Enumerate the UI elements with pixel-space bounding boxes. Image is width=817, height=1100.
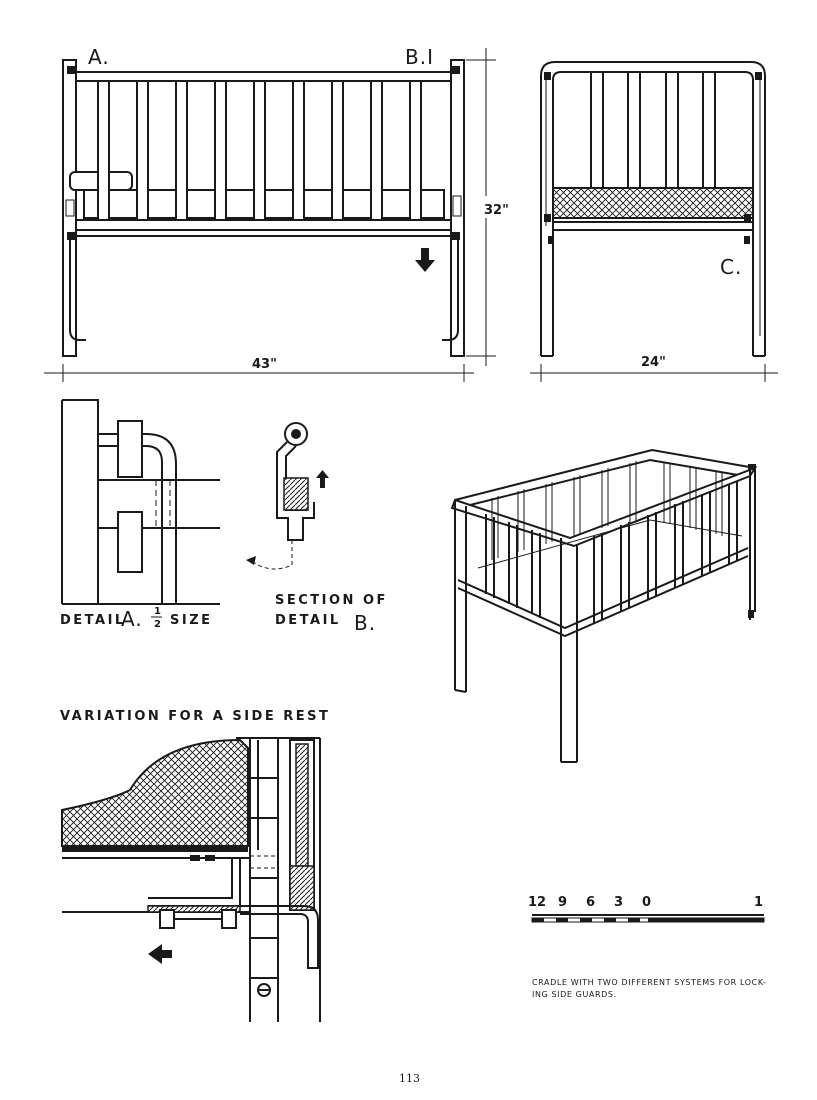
detail-b-title: SECTION OF DETAIL B. xyxy=(275,593,388,635)
section-line2: DETAIL xyxy=(275,613,341,628)
arrow-up-icon xyxy=(316,470,329,488)
label-a: A. xyxy=(88,45,110,69)
detail-a-title: DETAIL A. 1 2 SIZE xyxy=(60,606,213,631)
detail-a-half-num: 1 xyxy=(154,606,161,617)
width-dimension: 24" xyxy=(530,355,778,382)
caption: CRADLE WITH TWO DIFFERENT SYSTEMS FOR LO… xyxy=(532,978,766,999)
detail-a-letter: A. xyxy=(121,607,143,631)
arrow-down-icon xyxy=(415,248,435,272)
detail-a-prefix: DETAIL xyxy=(60,613,126,628)
end-mattress xyxy=(552,187,754,219)
scale-tick-6: 6 xyxy=(586,895,595,910)
detail-b-drawing xyxy=(246,422,329,570)
end-elevation: C. 24" xyxy=(530,61,778,382)
detail-a-drawing xyxy=(61,399,220,605)
label-c: C. xyxy=(720,255,742,279)
variation-drawing xyxy=(61,737,321,1022)
label-b1: B.I xyxy=(405,45,434,69)
front-slats xyxy=(97,80,422,221)
scale-tick-9: 9 xyxy=(558,895,567,910)
caption-line2: ING SIDE GUARDS. xyxy=(532,990,617,999)
perspective-back-slats xyxy=(491,461,723,560)
scale-tick-12: 12 xyxy=(528,895,546,910)
width-dimension-value: 24" xyxy=(641,355,666,370)
section-letter: B. xyxy=(354,611,376,635)
page-number: 113 xyxy=(399,1072,420,1085)
caption-line1: CRADLE WITH TWO DIFFERENT SYSTEMS FOR LO… xyxy=(532,978,766,987)
detail-a-size: SIZE xyxy=(170,613,213,628)
length-dimension: 43" xyxy=(44,357,474,382)
height-dimension-value: 32" xyxy=(484,203,509,218)
screw-icon xyxy=(257,983,271,997)
scale-tick-3: 3 xyxy=(614,895,623,910)
detail-a-half-den: 2 xyxy=(154,619,161,630)
front-elevation: A. B.I 32" 43" xyxy=(44,45,509,382)
arrow-left-icon xyxy=(148,944,172,964)
height-dimension: 32" xyxy=(466,48,509,366)
perspective-front-slats xyxy=(485,481,738,624)
scale-bar: 12 9 6 3 0 1 xyxy=(528,895,765,923)
variation-title: VARIATION FOR A SIDE REST xyxy=(60,709,330,724)
scale-tick-1: 1 xyxy=(754,895,763,910)
length-dimension-value: 43" xyxy=(252,357,277,372)
section-line1: SECTION OF xyxy=(275,593,388,608)
scale-tick-0: 0 xyxy=(642,895,651,910)
perspective-view xyxy=(450,448,758,763)
